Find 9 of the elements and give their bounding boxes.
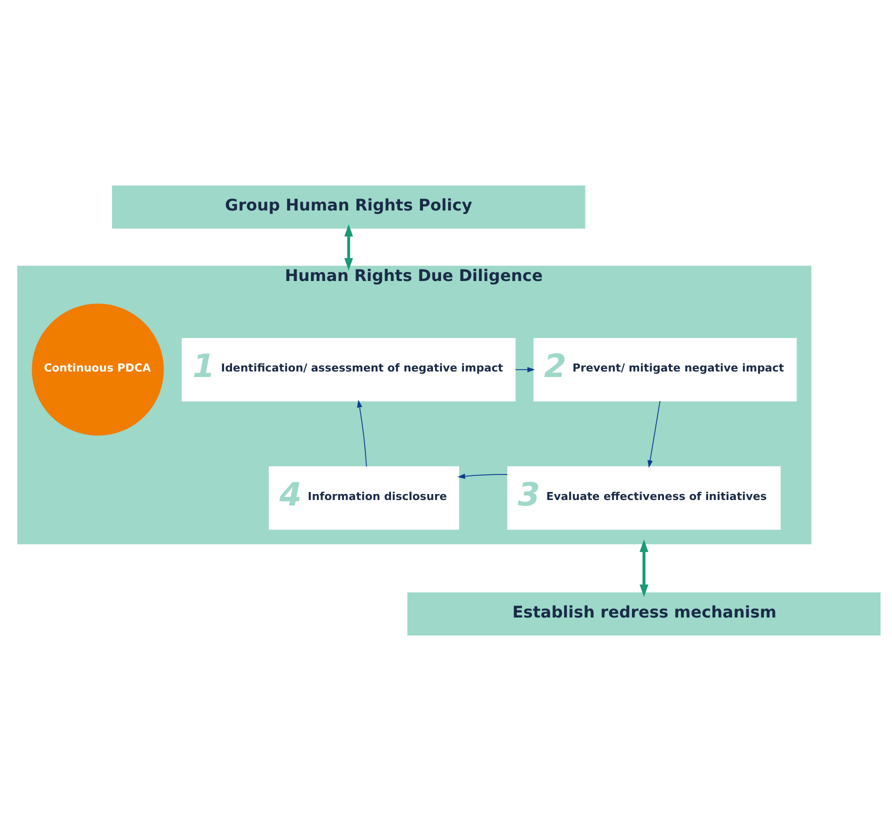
arrow [647, 400, 660, 468]
node-box: Group Human Rights Policy [112, 186, 586, 229]
arrow [515, 367, 535, 372]
arrow [640, 540, 648, 597]
arrow [458, 474, 508, 479]
node-box: Establish redress mechanism [407, 592, 881, 636]
arrow [357, 400, 367, 468]
arrow [344, 224, 354, 271]
node-circle: Continuous PDCA [32, 304, 164, 436]
